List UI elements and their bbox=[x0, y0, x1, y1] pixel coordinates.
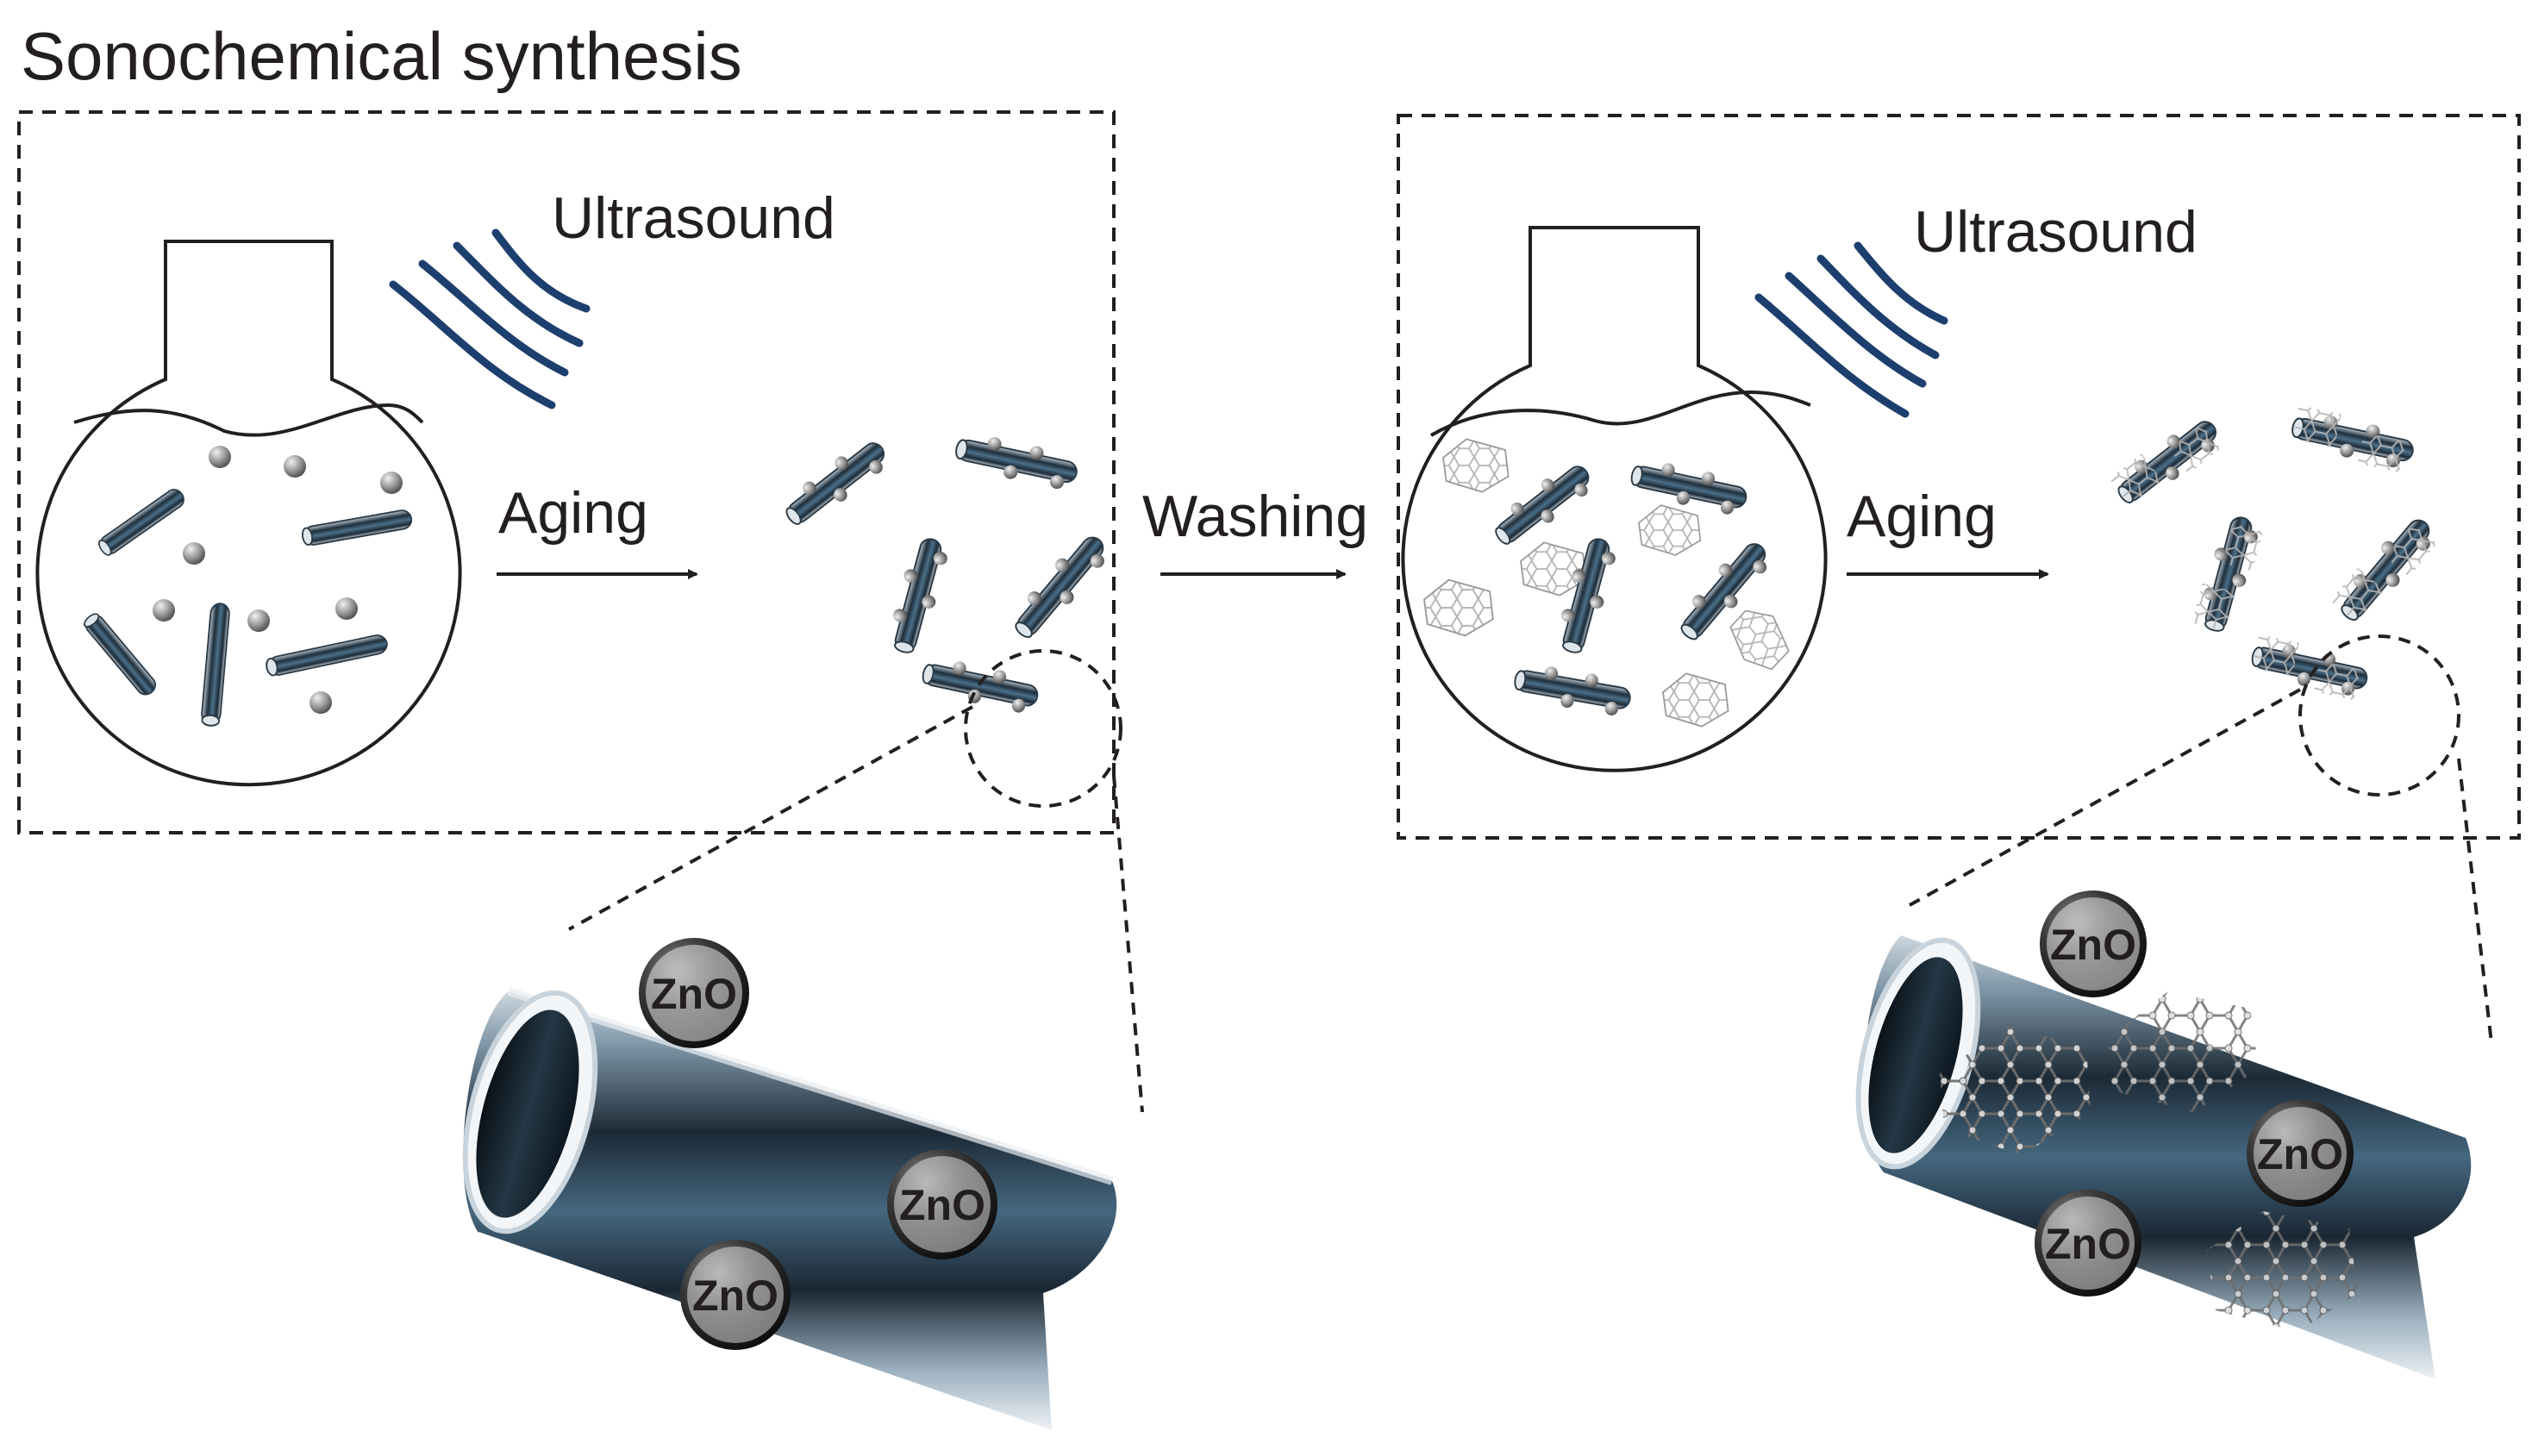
washing-label: Washing bbox=[1142, 484, 1368, 549]
flask-left bbox=[35, 240, 462, 787]
ultrasound-waves-left bbox=[389, 228, 591, 409]
graphene-sheet-3 bbox=[2207, 1211, 2358, 1332]
zno-label-right-3: ZnO bbox=[2045, 1220, 2131, 1268]
zno-label-left-3: ZnO bbox=[692, 1272, 778, 1320]
zno-particle-left-3: ZnO bbox=[680, 1240, 791, 1350]
zoom-circle-right bbox=[2298, 634, 2460, 797]
panel-right: Ultrasound Aging bbox=[1397, 114, 2521, 1044]
zno-label-left-2: ZnO bbox=[899, 1181, 985, 1229]
zno-label-right-2: ZnO bbox=[2257, 1130, 2343, 1178]
panel-left: Ultrasound Aging bbox=[17, 110, 1144, 1113]
zno-label-right-1: ZnO bbox=[2050, 921, 2136, 969]
zno-particle-left-1: ZnO bbox=[639, 938, 749, 1048]
ultrasound-waves-right bbox=[1754, 241, 1948, 418]
ultrasound-label-left: Ultrasound bbox=[552, 185, 835, 251]
ultrasound-label-right: Ultrasound bbox=[1914, 199, 2198, 265]
zoomed-tube-right: ZnO ZnO ZnO bbox=[1855, 890, 2472, 1379]
zoomed-tube-left: ZnO ZnO ZnO bbox=[462, 938, 1117, 1456]
zoom-line-left-2 bbox=[1112, 775, 1144, 1113]
tubes-with-zno-graphene-right bbox=[2108, 405, 2442, 703]
zoom-line-right-1 bbox=[1909, 688, 2301, 907]
aging-label-left: Aging bbox=[498, 480, 648, 546]
zno-particle-right-1: ZnO bbox=[2040, 890, 2147, 997]
zoom-line-left-1 bbox=[568, 705, 973, 931]
zoom-line-right-2 bbox=[2457, 758, 2493, 1044]
aging-label-right: Aging bbox=[1847, 484, 1997, 549]
tubes-with-zno-left bbox=[778, 430, 1114, 716]
diagram-title: Sonochemical synthesis bbox=[21, 18, 742, 94]
flask-right bbox=[1401, 226, 1828, 772]
panel-left-frame bbox=[17, 110, 1116, 834]
zoom-circle-left bbox=[964, 649, 1122, 808]
zno-particle-left-2: ZnO bbox=[887, 1149, 997, 1259]
zno-label-left-1: ZnO bbox=[651, 970, 737, 1018]
graphene-sheet-1 bbox=[1940, 1026, 2091, 1155]
zno-particle-right-3: ZnO bbox=[2035, 1190, 2141, 1297]
panel-right-frame bbox=[1397, 114, 2521, 840]
graphene-sheet-2 bbox=[2108, 991, 2259, 1112]
zno-particle-right-2: ZnO bbox=[2247, 1100, 2354, 1207]
